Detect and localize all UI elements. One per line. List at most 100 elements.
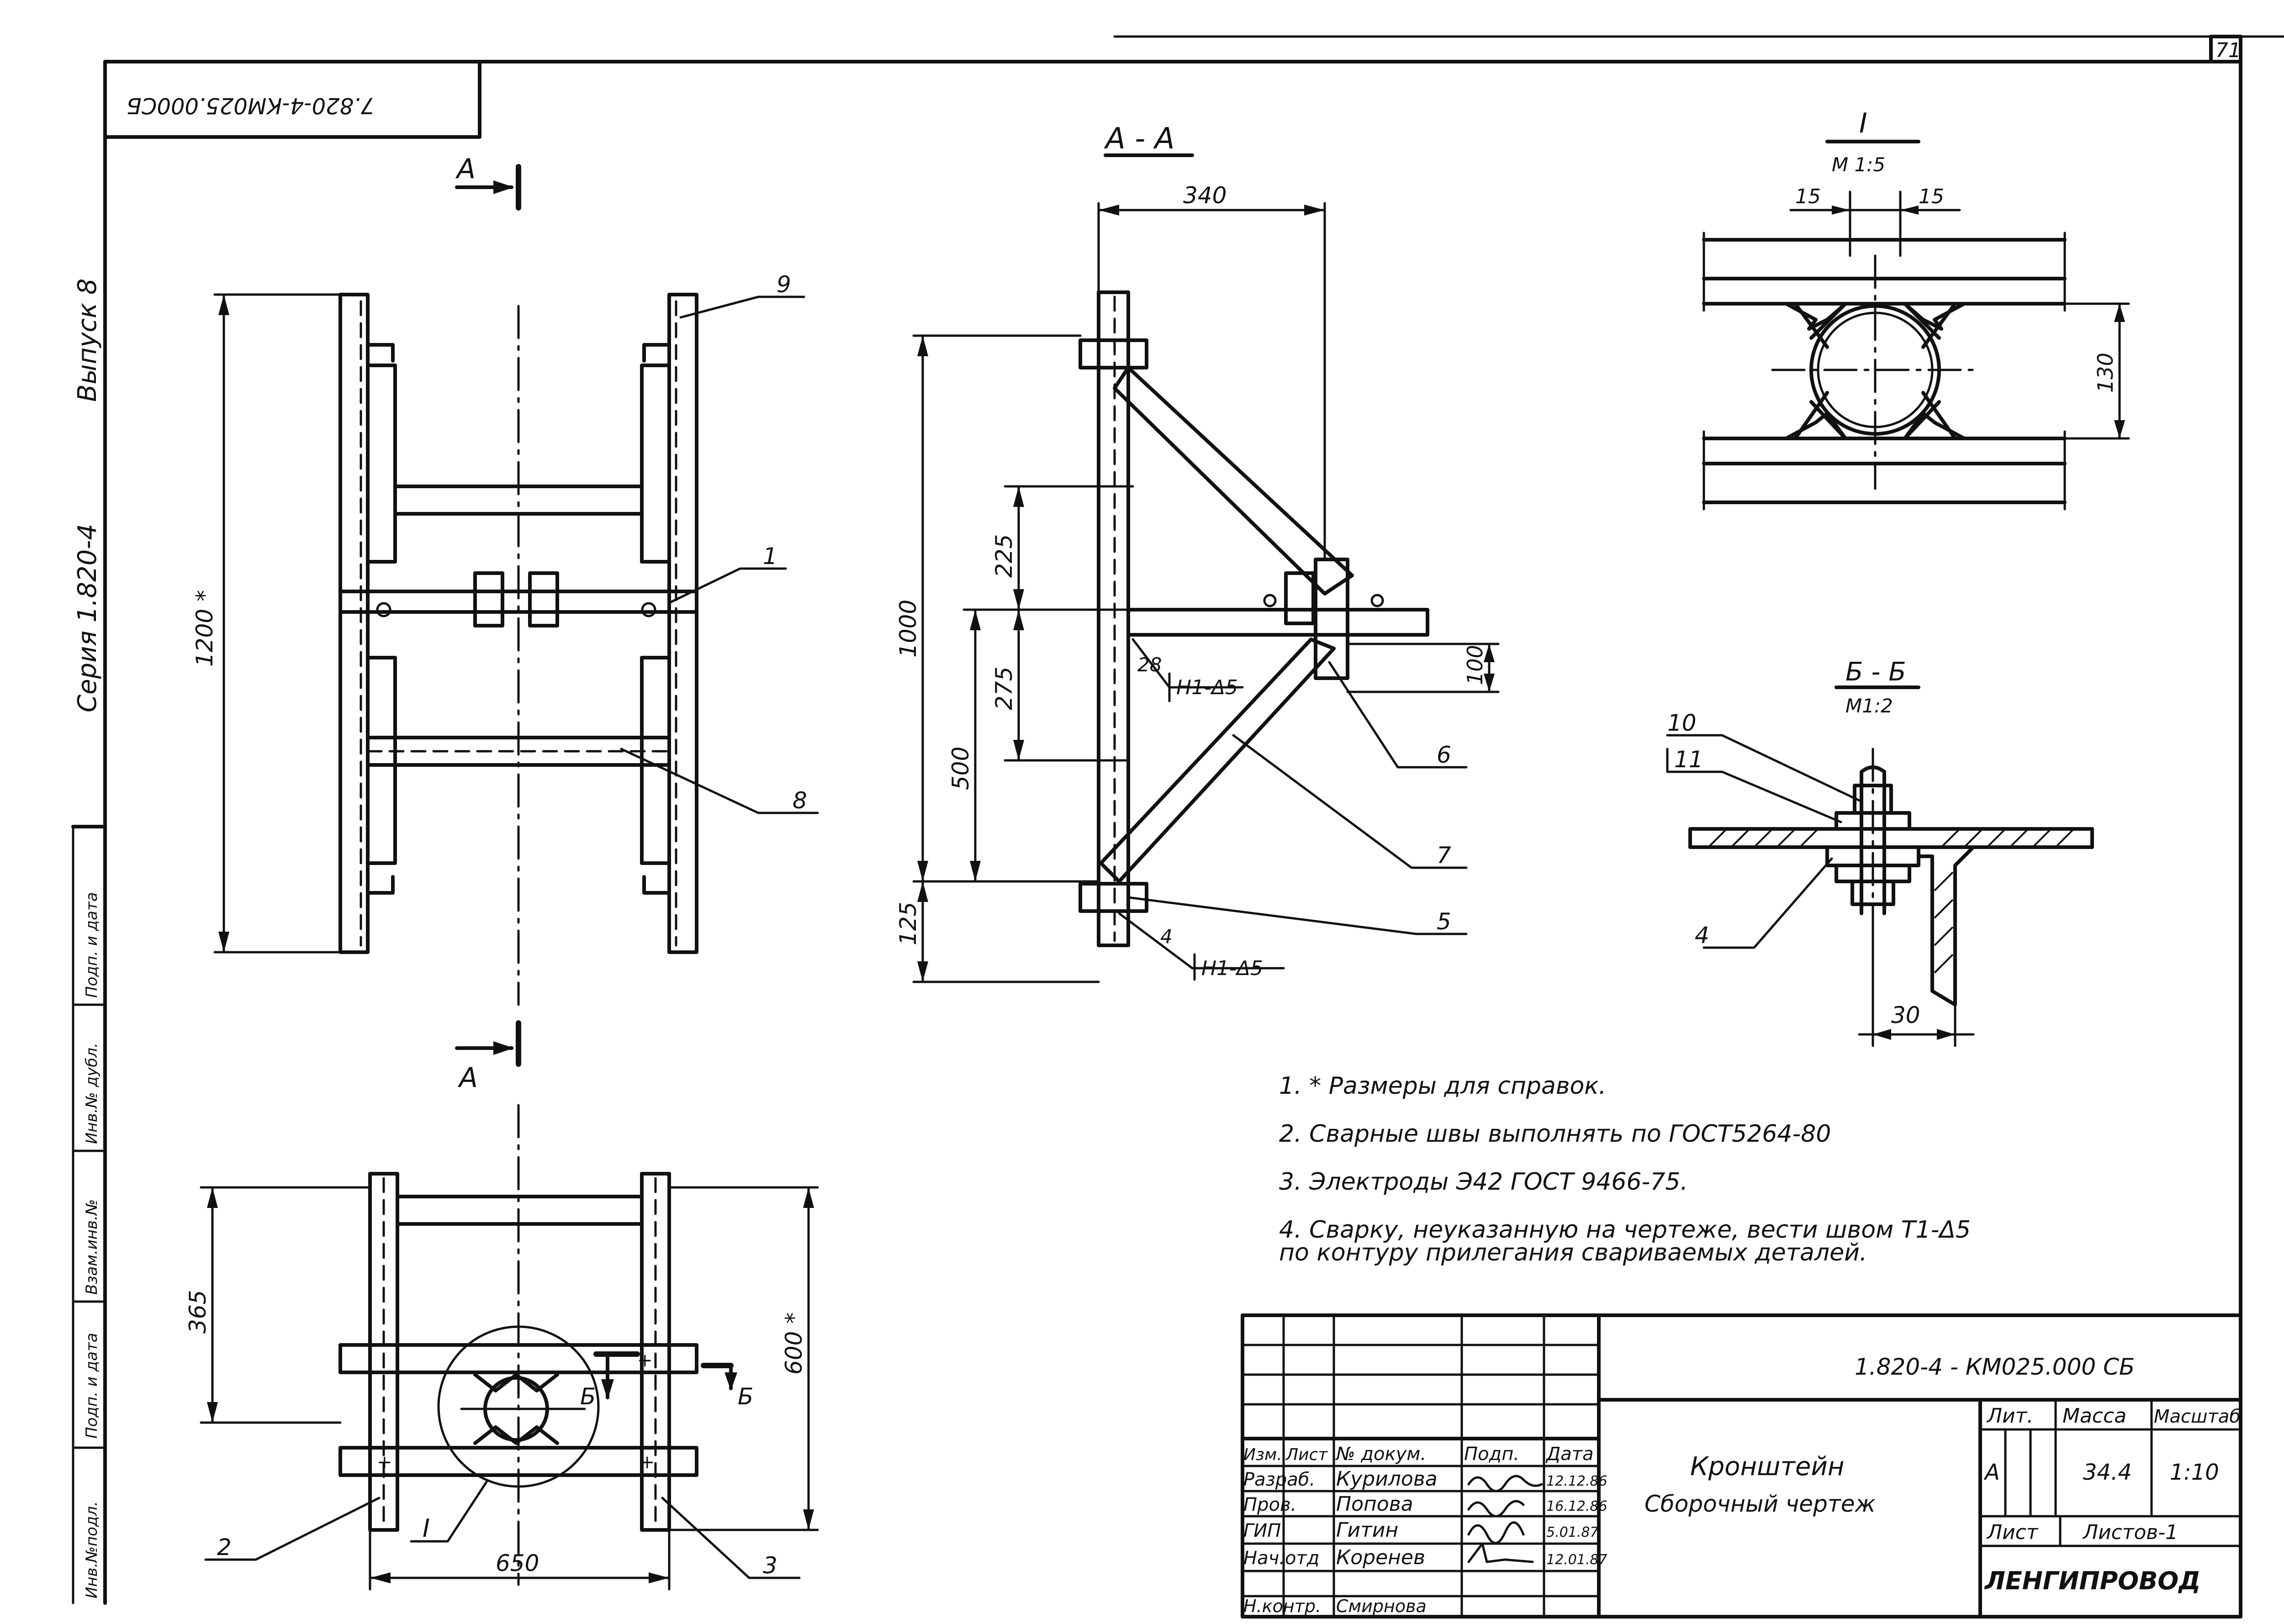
detail-i-view: I М 1:5 15 15 [1702,107,2130,511]
front-view: А А [191,153,819,1094]
note-4: 4. Сварку, неуказанную на чертеже, вести… [1279,1216,1971,1244]
section-mark-bottom: А [457,1062,478,1094]
callout-7: 7 [1437,842,1451,869]
mass-label: Масса [2062,1404,2126,1428]
dim-top-650: 650 [496,1550,539,1577]
hdr-list: Лист [1285,1445,1328,1464]
title-code: 1.820-4 - КМ025.000 СБ [1855,1354,2135,1380]
section-b-mark-left: Б [580,1383,596,1410]
detail-i-title: I [1859,107,1867,139]
scale-label: Масштаб [2154,1406,2241,1427]
hdr-doc: № докум. [1335,1444,1426,1465]
note-1: 1. * Размеры для справок. [1279,1072,1606,1100]
mirrored-stamp-code: 7.820-4-КМ025.000СБ [127,93,375,118]
plate-hatching [1708,828,2075,848]
note-2: 2. Сварные швы выполнять по ГОСТ5264-80 [1279,1120,1831,1148]
section-bb-scale: М1:2 [1845,695,1893,717]
dim-aa-340: 340 [1183,182,1227,209]
row-role-2: Пров. [1243,1494,1296,1515]
dim-top-365: 365 [185,1290,211,1334]
section-bb-view: Б - Б М1:2 [1666,657,2094,1047]
page-number: 71 [2215,39,2241,62]
title-name-1: Кронштейн [1690,1452,1845,1482]
row-role-1: Разраб. [1243,1469,1315,1490]
signature [1467,1542,1534,1563]
side-field-1: Инв.№подл. [83,1501,101,1598]
dim-bb-30: 30 [1891,1002,1920,1028]
row-date-2: 16.12.86 [1546,1498,1607,1514]
mass-value: 34.4 [2083,1460,2132,1485]
callout-9: 9 [777,271,791,298]
dim-top-600: 600 * [781,1313,807,1375]
dim-aa-500: 500 [947,747,974,790]
row-name-3: Гитин [1336,1519,1398,1542]
row-name-1: Курилова [1336,1467,1438,1491]
callout-1: 1 [763,543,777,569]
row-name-5: Смирнова [1336,1596,1427,1616]
section-aa-title: А - А [1104,122,1174,156]
detail-i-scale: М 1:5 [1832,153,1885,176]
callout-11: 11 [1674,746,1703,773]
note-4-continued: по контуру прилегания свариваемых детале… [1279,1239,1867,1266]
dim-detail-15-right: 15 [1919,185,1944,208]
callout-5: 5 [1437,908,1451,935]
row-role-4: Нач.отд [1243,1548,1319,1569]
hdr-sign: Подп. [1464,1444,1519,1465]
plus-mark: + [640,1452,655,1473]
scale-value: 1:10 [2170,1460,2219,1485]
organization: ЛЕНГИПРОВОД [1984,1566,2200,1595]
title-block: 1.820-4 - КМ025.000 СБ Кронштейн Сборочн… [1241,1313,2242,1619]
row-date-3: 5.01.87 [1546,1524,1599,1540]
section-b-mark-right: Б [738,1383,753,1410]
dim-aa-225: 225 [991,534,1017,578]
hdr-izm: Изм. [1243,1445,1282,1464]
dim-detail-15-left: 15 [1795,185,1821,208]
side-field-3: Взам.инв.№ [83,1199,101,1295]
signature [1467,1475,1543,1492]
callout-8: 8 [793,787,807,814]
hdr-date: Дата [1545,1444,1594,1465]
weld-upper-leg: 28 [1137,654,1162,676]
sheets-label: Листов-1 [2082,1521,2178,1544]
weld-upper: Н1-Δ5 [1176,676,1238,699]
detail-i-callout: I [423,1514,430,1543]
weld-lower: Н1-Δ5 [1201,957,1263,980]
dim-aa-100: 100 [1463,645,1487,685]
row-role-3: ГИП [1243,1520,1281,1541]
callout-3: 3 [763,1552,777,1579]
plus-mark: + [377,1452,392,1473]
lit-label: Лит. [1986,1404,2033,1428]
notes: 1. * Размеры для справок. 2. Сварные швы… [1279,1072,1971,1266]
side-series: Серия 1.820-4 [73,524,102,712]
sheet-label: Лист [1986,1521,2039,1544]
row-date-1: 12.12.86 [1546,1473,1607,1489]
top-view: + + + Б Б 365 600 * [185,1104,819,1591]
callout-10: 10 [1667,710,1697,736]
row-name-4: Коренев [1336,1546,1425,1569]
dim-aa-125: 125 [895,902,921,945]
lit-value: А [1983,1460,2000,1485]
side-strip: Серия 1.820-4 Выпуск 8 Инв.№подл. Подп. … [71,279,107,1605]
row-date-4: 12.01.87 [1546,1552,1607,1568]
callout-4: 4 [1695,922,1709,949]
weld-lower-leg: 4 [1160,925,1173,948]
title-name-2: Сборочный чертеж [1644,1491,1876,1517]
row-role-5: Н.контр. [1243,1596,1321,1616]
side-field-4: Инв.№ дубл. [83,1043,101,1144]
section-bb-title: Б - Б [1845,657,1906,687]
dim-aa-1000: 1000 [895,600,921,658]
signature [1467,1521,1525,1545]
section-aa-view: А - А 340 [895,122,1500,983]
note-3: 3. Электроды Э42 ГОСТ 9466-75. [1279,1168,1688,1196]
callout-2: 2 [217,1534,232,1561]
section-mark-top: А [455,153,476,185]
signature [1467,1500,1525,1518]
dim-aa-275: 275 [991,667,1017,710]
side-field-5: Подп. и дата [83,892,101,998]
callout-6: 6 [1437,742,1451,768]
dim-detail-130: 130 [2093,353,2118,393]
side-field-2: Подп. и дата [83,1333,101,1439]
row-name-2: Попова [1336,1492,1413,1516]
mirrored-stamp: 7.820-4-КМ025.000СБ [103,60,481,139]
